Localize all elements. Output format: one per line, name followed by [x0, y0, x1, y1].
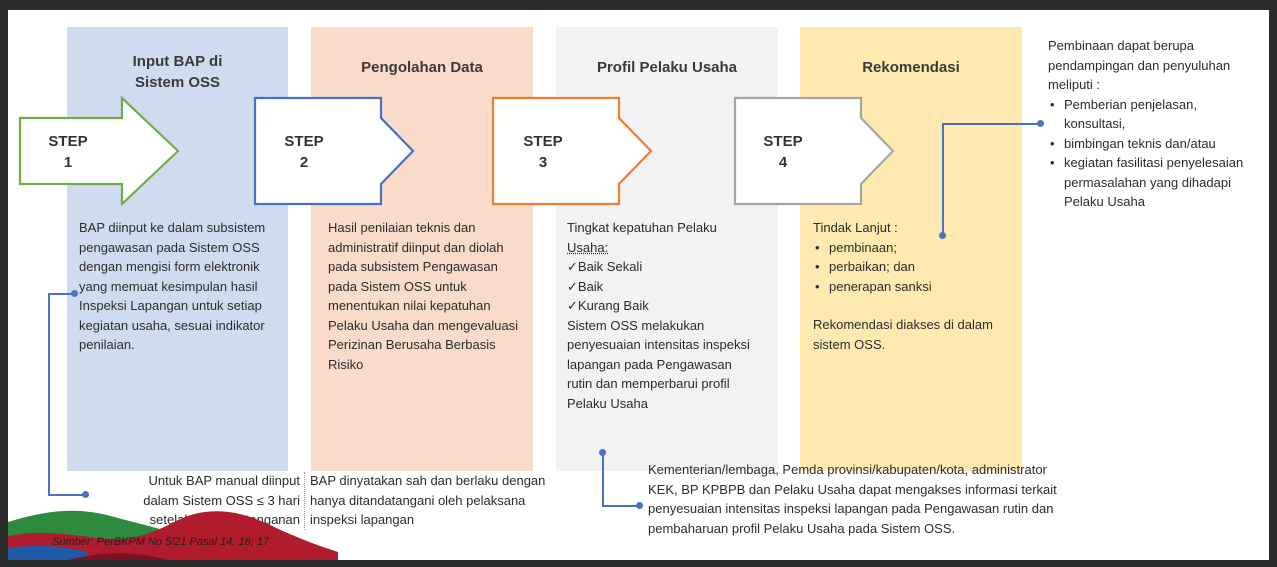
- step-3-number: 3: [538, 154, 548, 171]
- step-3-word: STEP: [523, 133, 563, 150]
- connector-dot: [71, 290, 78, 297]
- step-4-arrow: [733, 96, 895, 206]
- column-step-1: Input BAP di Sistem OSS: [67, 27, 288, 471]
- side-note-bullet-3: kegiatan fasilitasi penyelesaian permasa…: [1048, 153, 1248, 212]
- access-note: Kementerian/lembaga, Pemda provinsi/kabu…: [648, 462, 1057, 536]
- check-item-1: ✓Baik Sekali: [567, 259, 643, 274]
- column-4-intro: Tindak Lanjut :: [813, 220, 898, 235]
- connector-line: [602, 505, 638, 507]
- connector-line: [48, 293, 72, 295]
- step-2-label: STEP 2: [274, 131, 334, 173]
- column-title-3: Profil Pelaku Usaha: [596, 59, 738, 76]
- step-4-label: STEP 4: [753, 131, 813, 173]
- column-4-body: Tindak Lanjut : pembinaan; perbaikan; da…: [813, 218, 1013, 354]
- step-1-word: STEP: [48, 133, 88, 150]
- step-4-word: STEP: [763, 133, 803, 150]
- column-2-body: Hasil penilaian teknis dan administratif…: [328, 220, 519, 372]
- connector-dot: [939, 232, 946, 239]
- side-note-bullet-1: Pemberian penjelasan, konsultasi,: [1048, 95, 1248, 134]
- manual-bap-line-1: Untuk BAP manual diinput: [148, 473, 300, 488]
- manual-bap-line-2: dalam Sistem OSS ≤ 3 hari: [143, 492, 300, 508]
- step-1-label: STEP 1: [38, 131, 98, 173]
- column-3-detail: Sistem OSS melakukan penyesuaian intensi…: [567, 317, 750, 411]
- step-1-number: 1: [63, 154, 73, 171]
- connector-dot: [636, 502, 643, 509]
- connector-dot: [599, 449, 606, 456]
- connector-line: [602, 452, 604, 507]
- connector-line: [942, 123, 944, 235]
- column-3-intro-1: Tingkat kepatuhan Pelaku: [567, 220, 717, 235]
- column-4-bullet-1: pembinaan;: [813, 238, 1013, 258]
- column-4-bullets: pembinaan; perbaikan; dan penerapan sank…: [813, 238, 1013, 297]
- column-title-2: Pengolahan Data: [361, 59, 483, 76]
- connector-line: [48, 293, 50, 496]
- column-3-intro-2: Usaha:: [567, 239, 609, 255]
- diagram-canvas: Input BAP di Sistem OSS Pengolahan Data …: [8, 10, 1269, 560]
- step-4-number: 4: [778, 154, 788, 171]
- step-3-arrow: [491, 96, 653, 206]
- step-2-arrow: [253, 96, 415, 206]
- step-2-word: STEP: [284, 133, 324, 150]
- column-3-body: Tingkat kepatuhan Pelaku Usaha: ✓Baik Se…: [567, 218, 767, 413]
- connector-line: [942, 123, 1040, 125]
- side-note-bullets: Pemberian penjelasan, konsultasi, bimbin…: [1048, 95, 1248, 212]
- step-3-label: STEP 3: [513, 131, 573, 173]
- side-note-bullet-2: bimbingan teknis dan/atau: [1048, 134, 1248, 154]
- check-item-2: ✓Baik: [567, 278, 604, 294]
- source-note: Sumber: PerBKPM No 5/21 Pasal 14; 16; 17: [52, 536, 270, 548]
- connector-line: [48, 494, 84, 496]
- column-4-bullet-2: perbaikan; dan: [813, 257, 1013, 277]
- column-4-detail: Rekomendasi diakses di dalam sistem OSS.: [813, 317, 993, 352]
- step-1-arrow: [18, 96, 180, 206]
- note-divider: [304, 472, 305, 530]
- connector-dot: [1037, 120, 1044, 127]
- column-title-4: Rekomendasi: [862, 59, 960, 76]
- column-title-1: Input BAP di Sistem OSS: [132, 53, 223, 91]
- step-2-number: 2: [299, 154, 309, 171]
- connector-dot: [82, 491, 89, 498]
- side-note: Pembinaan dapat berupa pendampingan dan …: [1048, 36, 1248, 212]
- column-1-body: BAP diinput ke dalam subsistem pengawasa…: [79, 220, 266, 352]
- valid-bap-note: BAP dinyatakan sah dan berlaku dengan ha…: [310, 473, 546, 527]
- column-4-bullet-3: penerapan sanksi: [813, 277, 1013, 297]
- decorative-wave: [8, 510, 338, 560]
- check-item-3: ✓Kurang Baik: [567, 298, 649, 313]
- side-note-intro: Pembinaan dapat berupa pendampingan dan …: [1048, 38, 1231, 92]
